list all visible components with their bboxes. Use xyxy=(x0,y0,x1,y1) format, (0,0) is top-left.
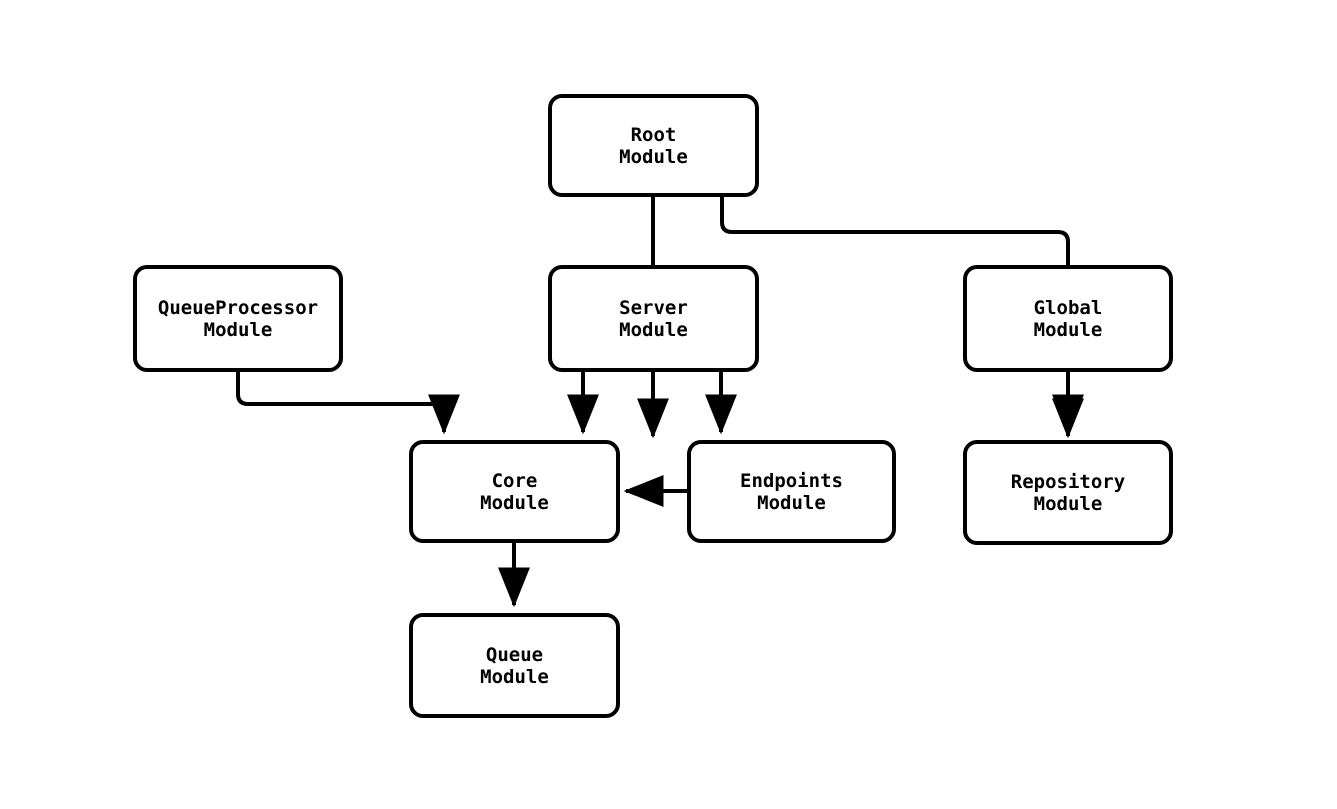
node-core-module-line1: Core xyxy=(491,469,538,492)
node-global-module[interactable]: Global Module xyxy=(963,265,1173,372)
node-server-module[interactable]: Server Module xyxy=(548,265,759,372)
node-endpoints-module-line2: Module xyxy=(757,491,826,514)
node-repository-module-line1: Repository xyxy=(1010,470,1126,493)
node-global-module-line1: Global xyxy=(1033,296,1103,319)
node-root-module-line1: Root xyxy=(630,123,677,146)
edge-root-to-global xyxy=(720,197,1084,439)
node-endpoints-module[interactable]: Endpoints Module xyxy=(687,440,896,543)
node-repository-module[interactable]: Repository Module xyxy=(963,440,1173,545)
node-queue-module[interactable]: Queue Module xyxy=(409,613,620,718)
node-queueprocessor-module-line1: QueueProcessor xyxy=(157,296,319,319)
node-server-module-line1: Server xyxy=(619,296,688,319)
node-queue-module-line2: Module xyxy=(480,665,549,688)
node-core-module-line2: Module xyxy=(480,491,549,514)
node-server-module-line2: Module xyxy=(619,318,688,341)
node-queueprocessor-module[interactable]: QueueProcessor Module xyxy=(133,265,343,372)
node-queue-module-line1: Queue xyxy=(485,643,544,666)
node-endpoints-module-line1: Endpoints xyxy=(740,469,843,492)
node-core-module[interactable]: Core Module xyxy=(409,440,620,543)
node-global-module-line2: Module xyxy=(1033,318,1103,341)
node-root-module[interactable]: Root Module xyxy=(548,94,759,197)
node-repository-module-line2: Module xyxy=(1033,492,1103,515)
node-queueprocessor-module-line2: Module xyxy=(203,318,273,341)
node-root-module-line2: Module xyxy=(619,145,688,168)
edge-queueprocessor-to-core xyxy=(236,372,460,435)
